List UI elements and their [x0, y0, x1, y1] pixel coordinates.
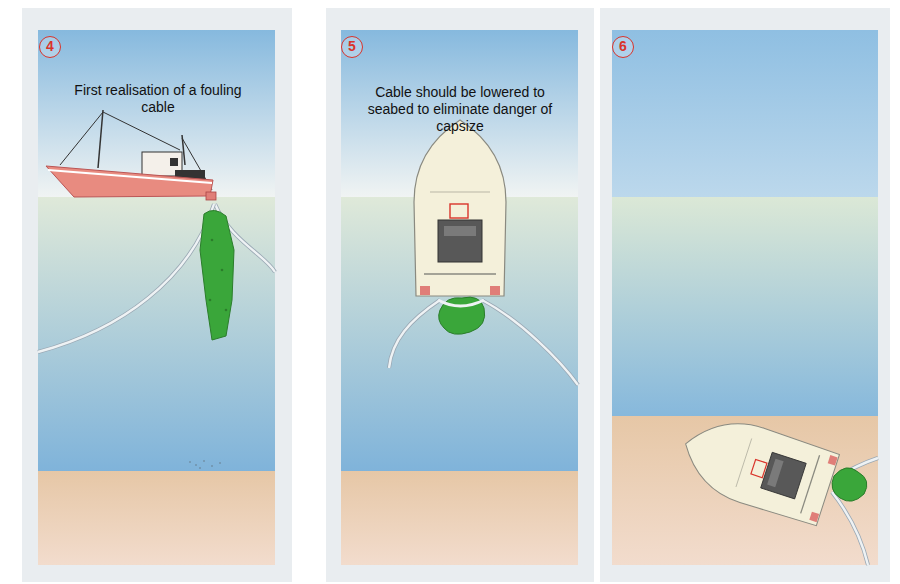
illustration-panel: 4First realisation of a fouling cable — [22, 8, 292, 582]
step-caption: Cable should be lowered to seabed to eli… — [358, 84, 562, 135]
step-caption: First realisation of a fouling cable — [58, 82, 258, 116]
illustration-panel: 6 — [600, 8, 890, 582]
illustration-panel: 5Cable should be lowered to seabed to el… — [326, 8, 594, 582]
callout-number: 4 — [39, 36, 61, 58]
callout-number: 6 — [612, 36, 634, 58]
callout-number: 5 — [341, 36, 363, 58]
